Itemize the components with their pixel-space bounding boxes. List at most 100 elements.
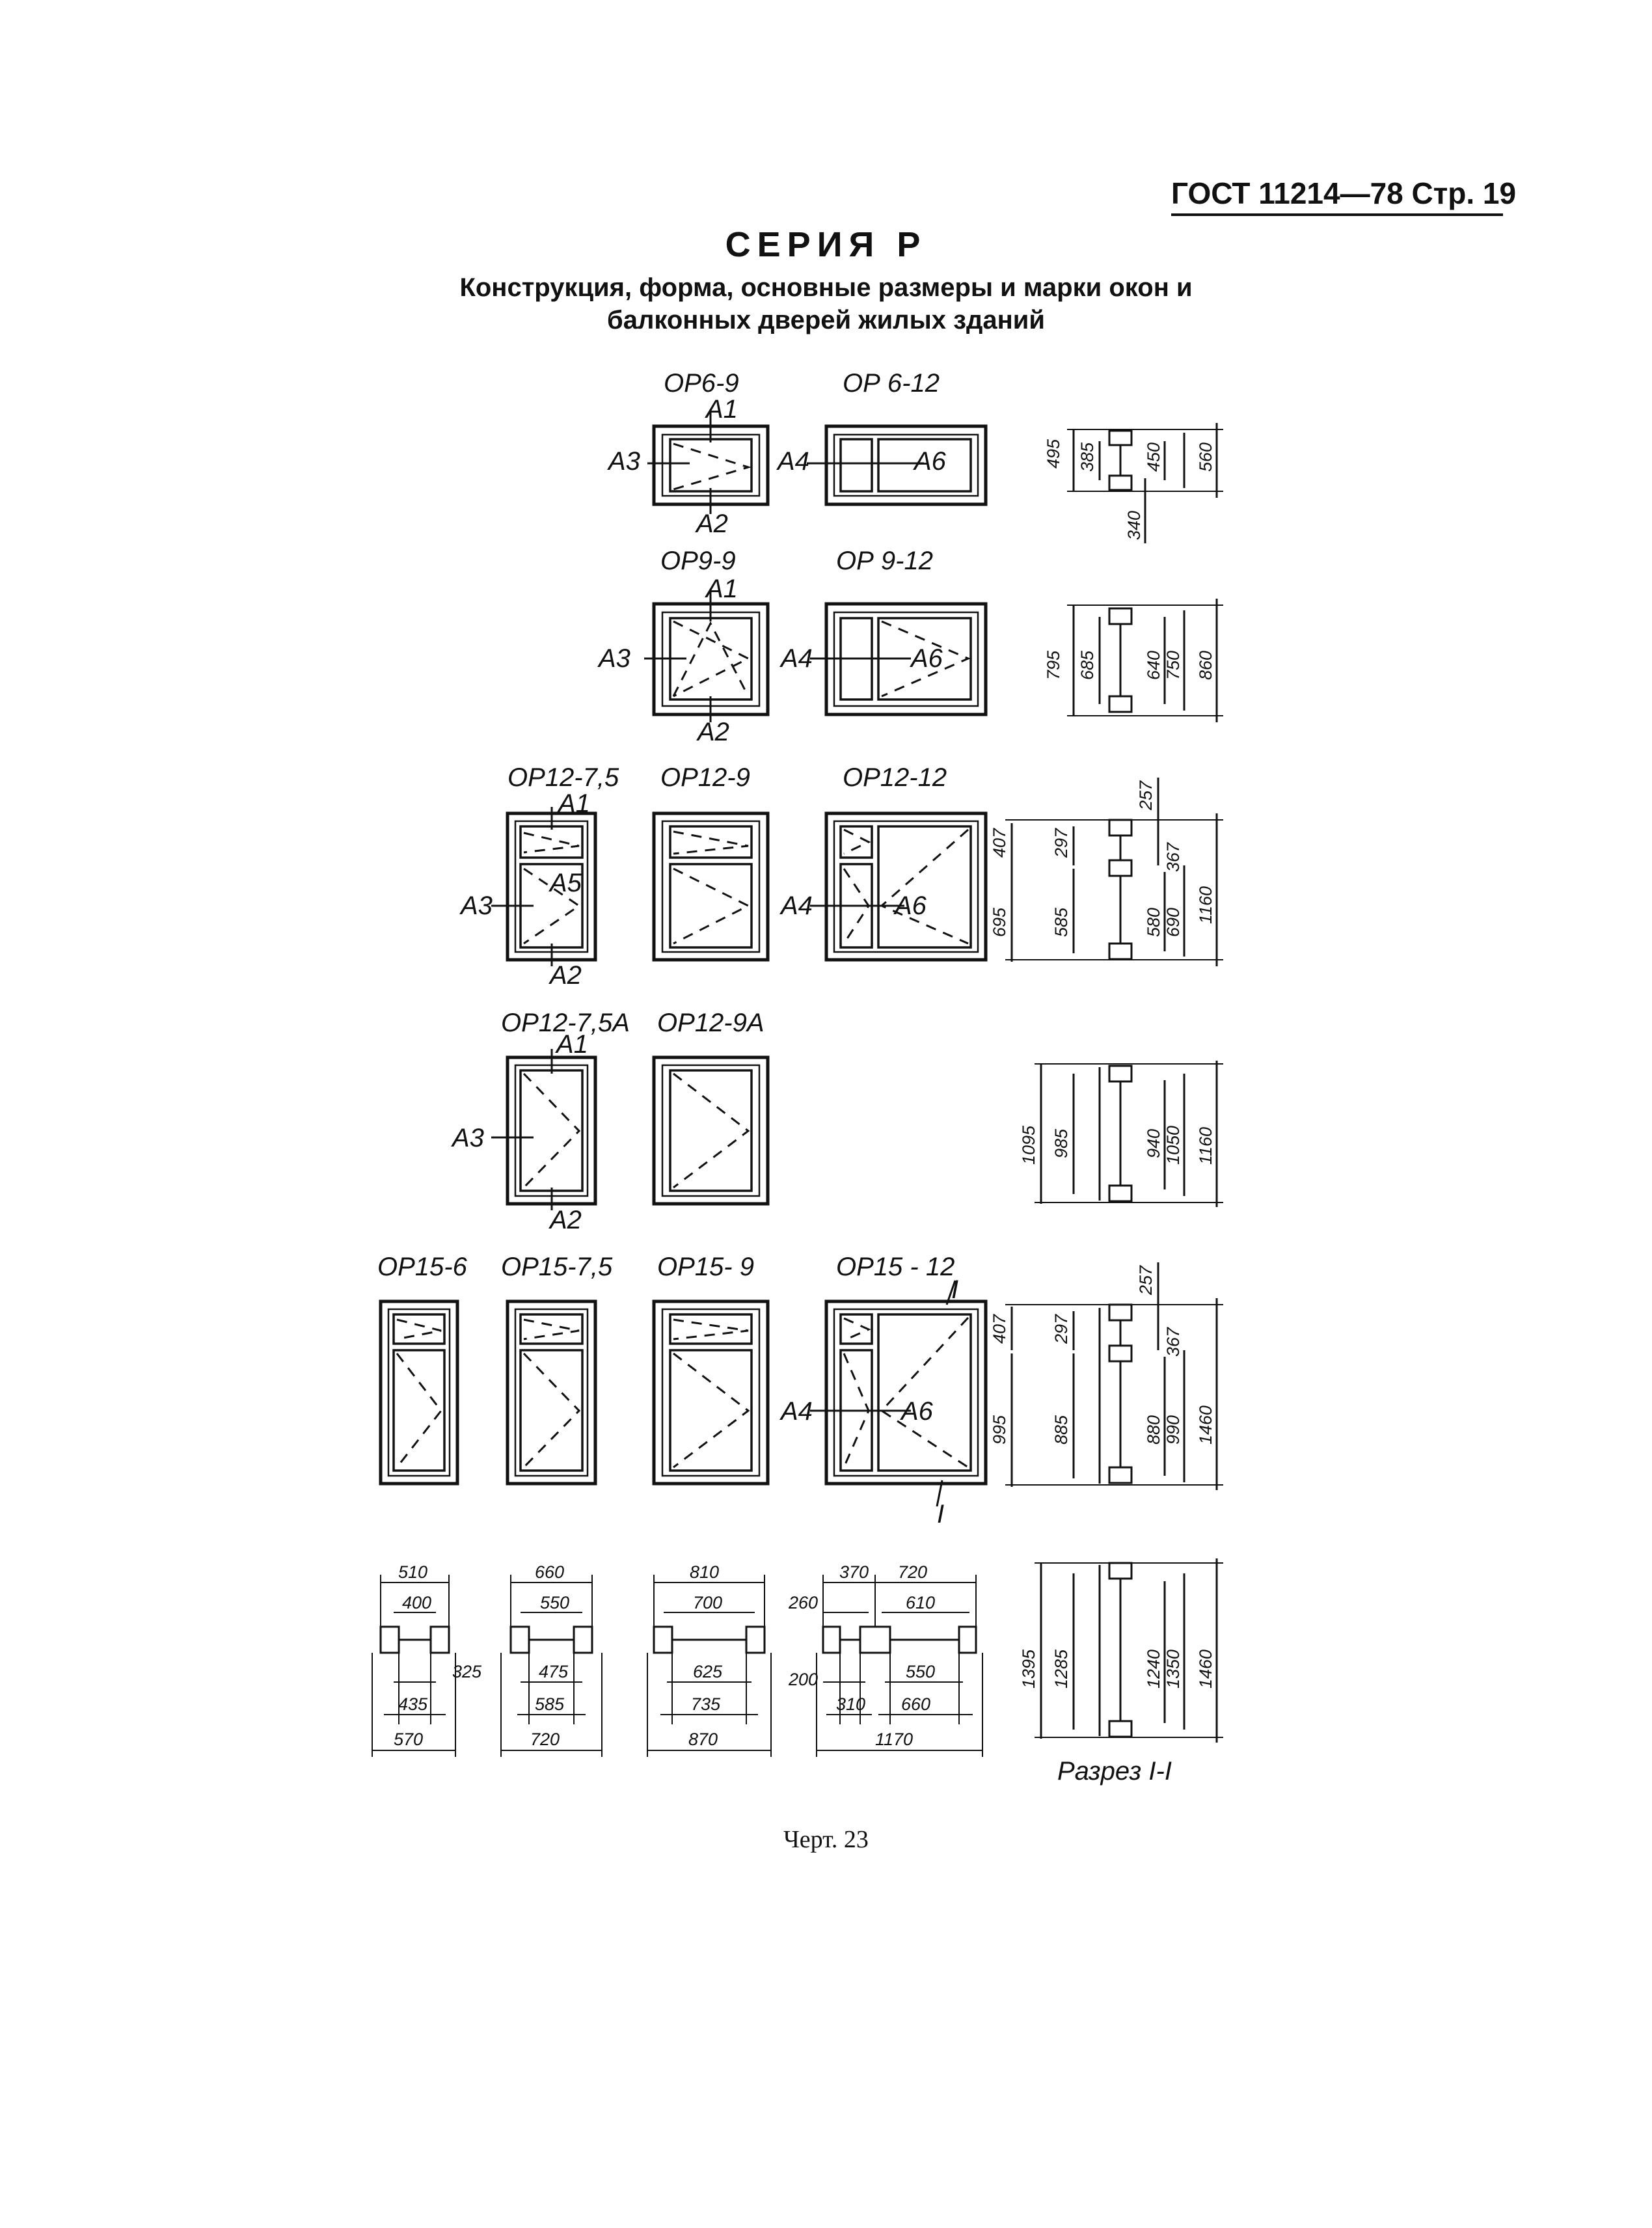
dim-870: 870: [688, 1730, 718, 1749]
cut-mark-top: I: [951, 1275, 958, 1304]
node-a4: А4: [776, 447, 809, 476]
node-a1: А1: [557, 789, 590, 818]
node-a3: А3: [459, 891, 493, 920]
dim-585: 585: [1051, 907, 1071, 937]
node-a6: А6: [910, 644, 943, 673]
dim-750: 750: [1163, 651, 1183, 680]
window-op12-7-5: А1 А5 А2 А3: [459, 789, 597, 990]
label-op12-9a: ОР12-9А: [657, 1009, 765, 1037]
dim-995: 995: [990, 1415, 1009, 1445]
dim-1160: 1160: [1196, 886, 1215, 924]
window-op9-9: А1 А2 А3: [597, 575, 770, 746]
label-op12-9: ОР12-9: [660, 763, 750, 792]
dim-685: 685: [1077, 650, 1097, 680]
section-row-3: 407 297 257 367 695 585 580 690 1160: [990, 778, 1223, 966]
node-a2: А2: [548, 961, 582, 990]
window-op12-12: А4 А6: [779, 811, 988, 962]
dim-297: 297: [1051, 1314, 1071, 1344]
label-op15-12: ОР15 - 12: [836, 1253, 955, 1281]
standard-reference: ГОСТ 11214—78 Стр. 19: [1171, 176, 1517, 210]
window-op6-12: А4 А6: [776, 424, 988, 506]
dim-510: 510: [398, 1562, 427, 1582]
node-a4: А4: [779, 644, 813, 673]
label-op12-12: ОР12-12: [843, 763, 947, 792]
section-row-4: 1095 985 940 1050 1160: [1019, 1061, 1223, 1207]
dim-257: 257: [1136, 1265, 1156, 1296]
dim-720: 720: [898, 1562, 927, 1582]
section-label: Разрез I-I: [1057, 1757, 1172, 1786]
dim-340: 340: [1124, 511, 1144, 540]
section-row-1: 495 385 450 560 340: [1044, 423, 1223, 543]
dim-407: 407: [990, 1314, 1009, 1344]
title-line-1: Конструкция, форма, основные размеры и м…: [459, 273, 1193, 302]
window-op15-12: А4 А6 I I: [779, 1275, 988, 1528]
dim-990: 990: [1163, 1415, 1183, 1445]
window-op12-9a: [652, 1055, 770, 1206]
dim-550: 550: [540, 1593, 569, 1612]
dim-367: 367: [1163, 842, 1183, 872]
label-op12-7-5a: ОР12-7,5А: [501, 1009, 630, 1037]
dim-880: 880: [1144, 1415, 1163, 1445]
dim-860: 860: [1196, 651, 1215, 680]
node-a3: А3: [607, 447, 640, 476]
label-op6-9: ОР6-9: [664, 369, 739, 398]
dim-570: 570: [394, 1730, 423, 1749]
standard-underline: [1171, 213, 1503, 216]
dim-325: 325: [452, 1662, 482, 1681]
dim-795: 795: [1044, 650, 1063, 680]
dim-1160: 1160: [1196, 1127, 1215, 1165]
window-op15-7-5: [506, 1299, 597, 1486]
dim-400: 400: [402, 1593, 431, 1612]
node-a2: А2: [695, 509, 728, 538]
dim-1285: 1285: [1051, 1649, 1071, 1689]
plan-1: 510 400 325 435 570: [372, 1562, 482, 1757]
dim-560: 560: [1196, 442, 1215, 472]
node-a1: А1: [555, 1030, 588, 1059]
label-op15-6: ОР15-6: [377, 1253, 468, 1281]
label-op6-12: ОР 6-12: [843, 369, 940, 398]
dim-810: 810: [690, 1562, 719, 1582]
plan-4: 370 720 260 610 200 550 310 660 1170: [788, 1562, 983, 1757]
dim-370: 370: [839, 1562, 869, 1582]
window-op12-9: [652, 811, 770, 962]
dim-985: 985: [1051, 1128, 1071, 1158]
dim-367: 367: [1163, 1327, 1183, 1357]
dim-1460: 1460: [1196, 1406, 1215, 1445]
section-row-5: 407 297 257 367 995 885 880 990 1460: [990, 1262, 1223, 1490]
plan-3: 810 700 625 735 870: [647, 1562, 772, 1757]
label-op9-12: ОР 9-12: [836, 547, 933, 575]
dim-940: 940: [1144, 1129, 1163, 1158]
dim-435: 435: [398, 1694, 428, 1714]
dim-407: 407: [990, 828, 1009, 858]
title-line-2: балконных дверей жилых зданий: [607, 306, 1045, 334]
dim-1240: 1240: [1144, 1650, 1163, 1689]
node-a1: А1: [705, 575, 738, 603]
dim-885: 885: [1051, 1415, 1071, 1445]
node-a2: А2: [548, 1206, 582, 1234]
dim-260: 260: [788, 1593, 818, 1612]
cut-mark-bottom: I: [937, 1500, 944, 1528]
label-op15-7-5: ОР15-7,5: [501, 1253, 613, 1281]
dim-625: 625: [693, 1662, 723, 1681]
dim-450: 450: [1144, 442, 1163, 472]
dim-585: 585: [535, 1694, 565, 1714]
label-op15-9: ОР15- 9: [657, 1253, 754, 1281]
window-op12-7-5a: А1 А2 А3: [451, 1030, 597, 1234]
window-op15-6: [379, 1299, 459, 1486]
section-row-6: 1395 1285 1240 1350 1460 Разрез I-I: [1019, 1558, 1223, 1786]
node-a6: А6: [893, 891, 927, 920]
dim-310: 310: [836, 1694, 865, 1714]
section-row-2: 795 685 640 750 860: [1044, 599, 1223, 722]
dim-495: 495: [1044, 439, 1063, 469]
node-a2: А2: [696, 718, 729, 746]
dim-720: 720: [530, 1730, 560, 1749]
node-a3: А3: [451, 1124, 484, 1152]
dim-1460: 1460: [1196, 1650, 1215, 1689]
dim-385: 385: [1077, 442, 1097, 472]
dim-257: 257: [1136, 780, 1156, 811]
node-a5: А5: [548, 869, 582, 897]
dim-700: 700: [693, 1593, 722, 1612]
label-op12-7-5: ОР12-7,5: [508, 763, 619, 792]
